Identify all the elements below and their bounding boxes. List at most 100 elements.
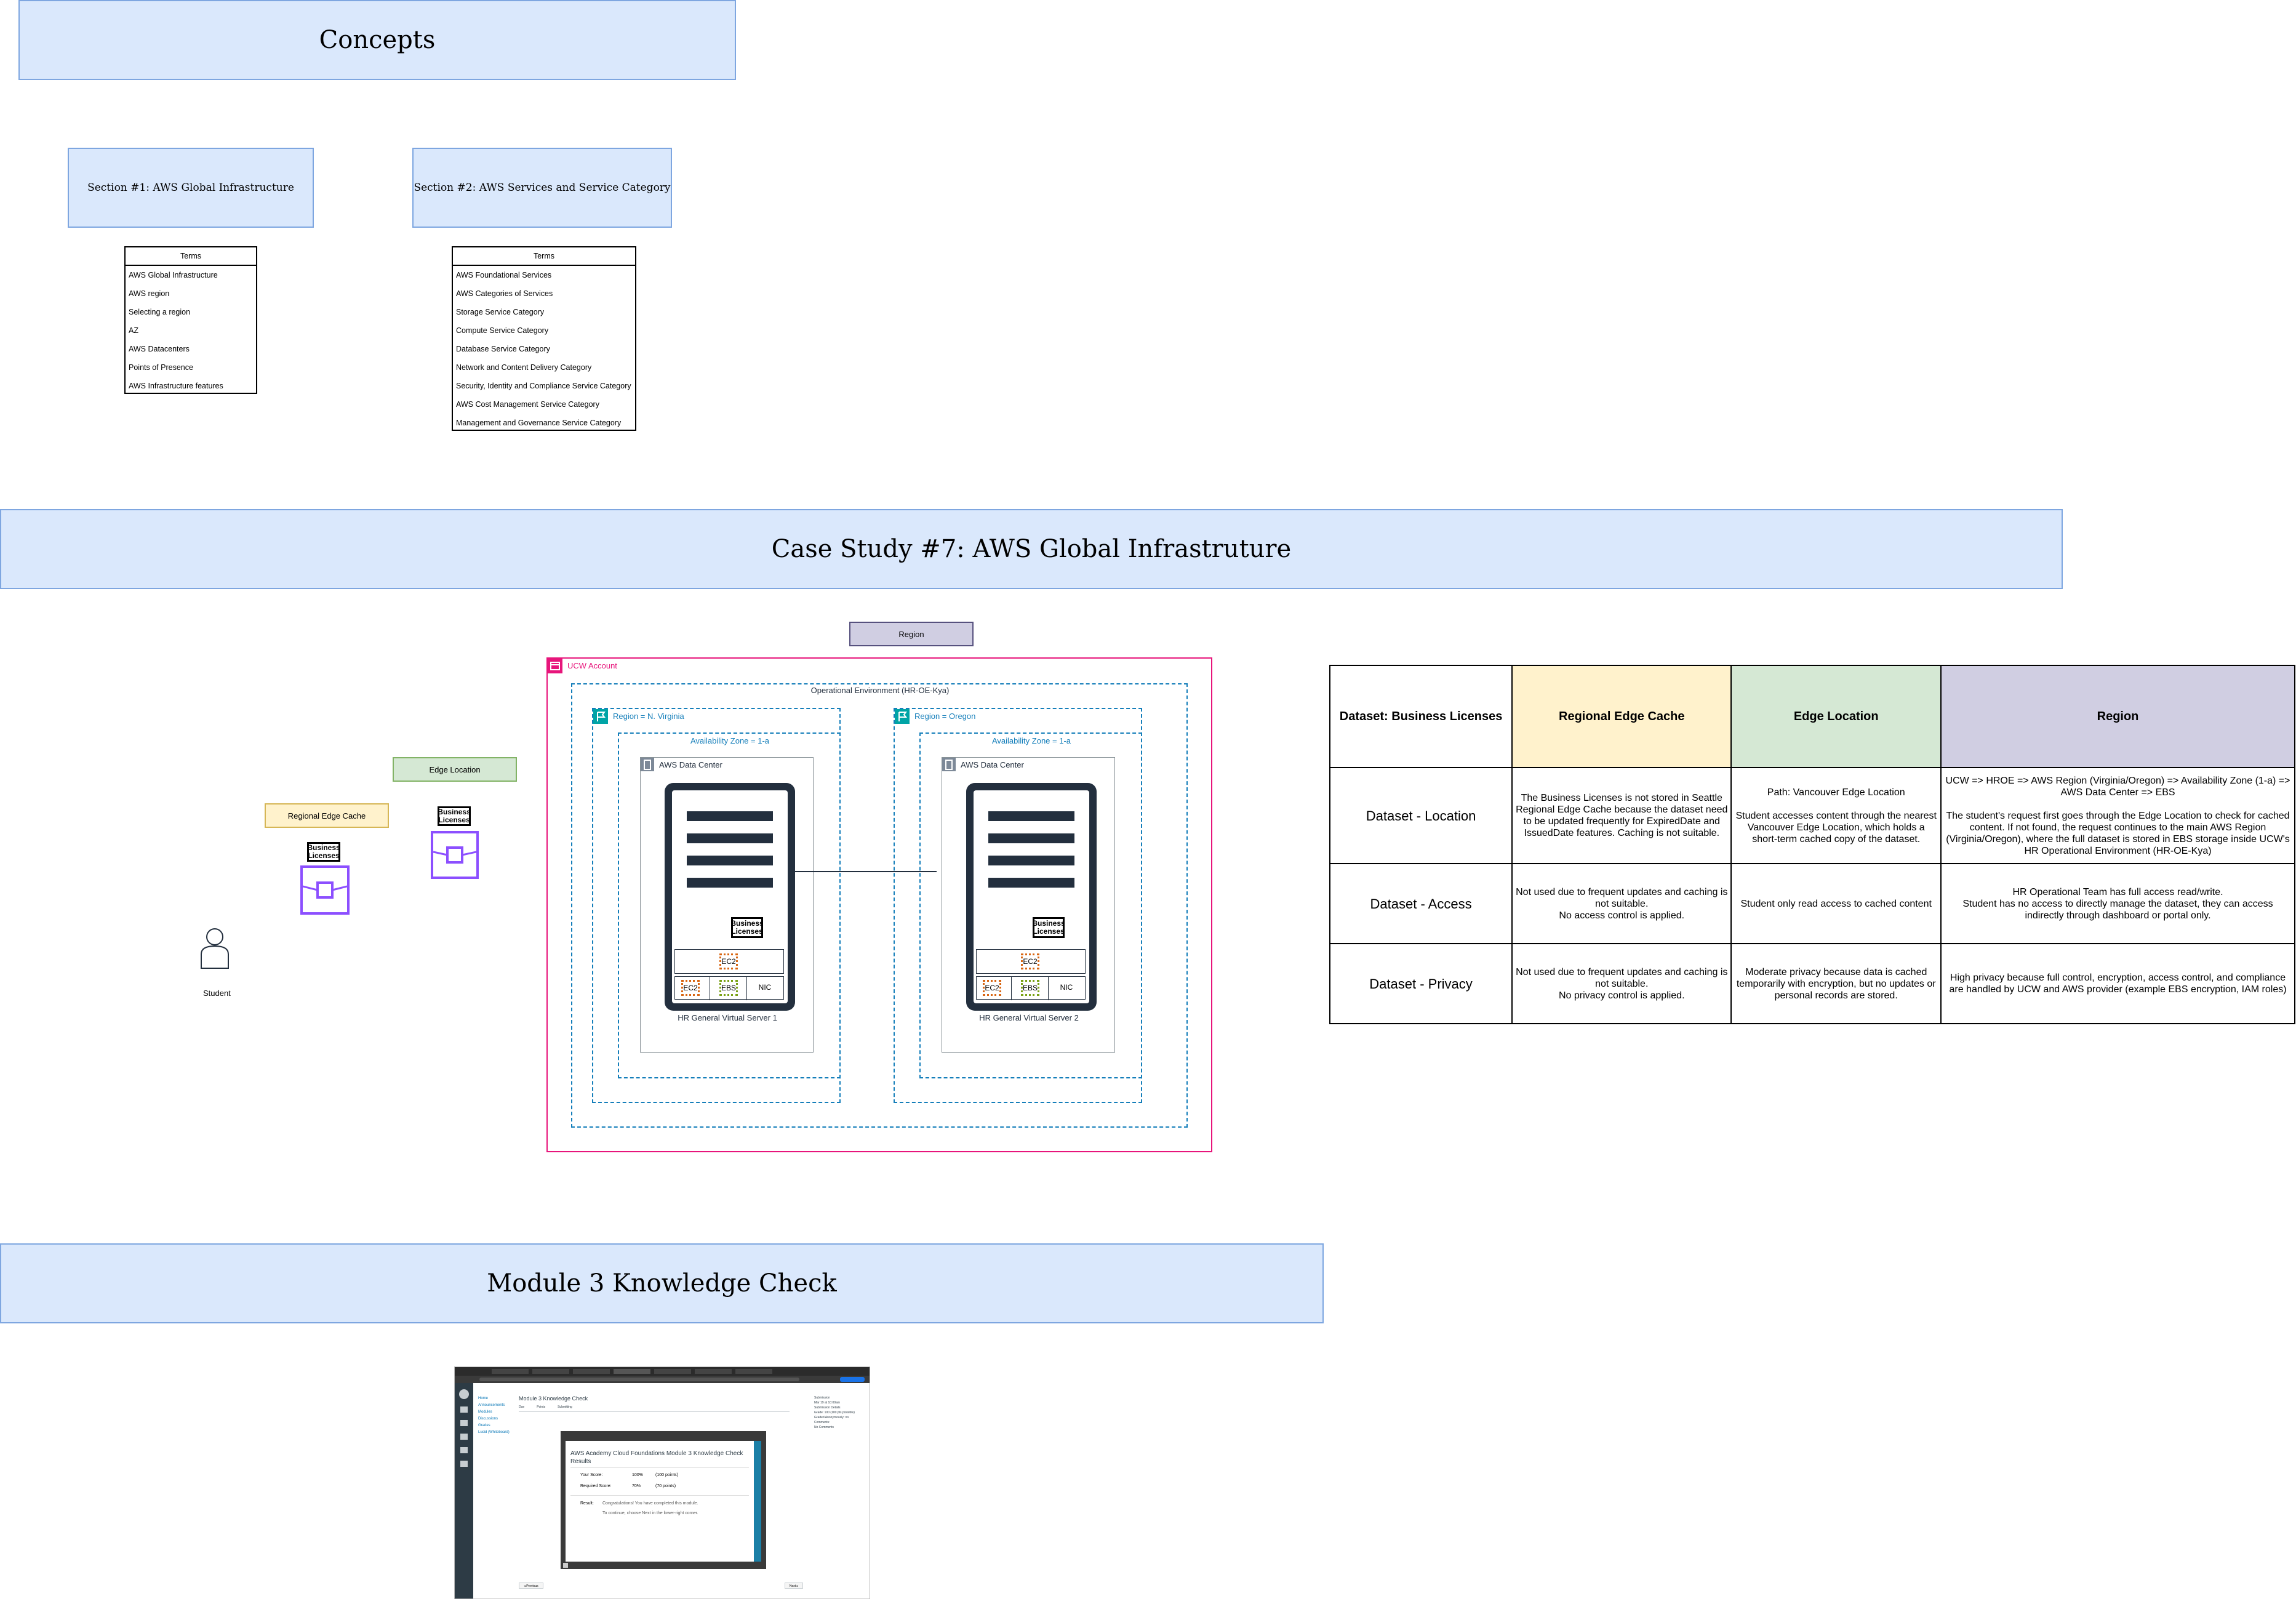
dataset-row-label: Dataset - Privacy (1329, 943, 1513, 1024)
kc-result-text: Congratulations! You have completed this… (602, 1501, 698, 1506)
concepts-banner: Concepts (18, 0, 736, 80)
term-item: Points of Presence (129, 363, 193, 372)
account-avatar-icon[interactable] (459, 1389, 469, 1399)
server-rack-slot (687, 833, 773, 843)
term-item: Security, Identity and Compliance Servic… (456, 382, 631, 390)
ec2-chip-icon: EC2 (719, 953, 738, 969)
ucw-account-group: UCW Account (546, 657, 1212, 1152)
license-text: Business Licenses (307, 843, 340, 860)
server-rack-slot (687, 811, 773, 821)
kc-result-frame: AWS Academy Cloud Foundations Module 3 K… (561, 1431, 766, 1569)
ec2-chip-icon: EC2 (1021, 953, 1039, 969)
module-title: Module 3 Knowledge Check (487, 1269, 837, 1298)
term-item: AWS Categories of Services (456, 289, 553, 298)
ec2-instance-row: EC2 (976, 949, 1086, 974)
course-nav-link[interactable]: Announcements (478, 1403, 505, 1407)
business-licenses-server: Business Licenses (731, 917, 763, 938)
card-divider (570, 1467, 749, 1468)
section2-title: Section #2: AWS Services and Service Cat… (414, 182, 671, 194)
dataset-table-cell: Not used due to frequent updates and cac… (1511, 943, 1732, 1024)
dataset-table-cell: Not used due to frequent updates and cac… (1511, 863, 1732, 944)
kc-meta-item: Points (537, 1405, 546, 1409)
help-icon[interactable] (460, 1461, 468, 1467)
regional-edge-cache-label: Regional Edge Cache (287, 811, 366, 821)
regional-edge-cache-glyph (302, 881, 348, 899)
availability-zone-group: Availability Zone = 1-a (919, 732, 1142, 1078)
kc-submission-line: Comments: (814, 1421, 830, 1424)
course-nav-link[interactable]: Discussions (478, 1417, 498, 1421)
edge-location-legend: Edge Location (393, 757, 517, 782)
student-icon (201, 928, 229, 969)
kc-meta-item: Due (519, 1405, 525, 1409)
course-nav-link[interactable]: Lucid (Whiteboard) (478, 1430, 510, 1434)
kc-meta: Due Points Submitting (519, 1405, 572, 1409)
kc-previous-button[interactable]: ◂ Previous (519, 1583, 543, 1589)
nic-label: NIC (1060, 983, 1073, 992)
section2-terms-header: Terms (453, 247, 635, 266)
kc-submission-line: Submission Details (814, 1406, 841, 1410)
courses-icon[interactable] (460, 1420, 468, 1426)
region-legend-label: Region (898, 629, 924, 639)
lms-global-nav (455, 1383, 473, 1599)
edge-location-glyph (433, 846, 477, 864)
divider (746, 977, 747, 1000)
expand-icon[interactable] (563, 1563, 568, 1568)
term-item: Management and Governance Service Catego… (456, 419, 622, 427)
course-nav-link[interactable]: Home (478, 1397, 489, 1400)
browser-address-bar[interactable] (455, 1376, 870, 1383)
browser-tab[interactable] (735, 1369, 772, 1374)
term-item: Storage Service Category (456, 308, 545, 316)
term-item: Compute Service Category (456, 326, 549, 335)
case-study-title: Case Study #7: AWS Global Infrastruture (771, 535, 1292, 563)
browser-tab[interactable] (573, 1369, 610, 1374)
browser-tab[interactable] (492, 1369, 529, 1374)
browser-tab[interactable] (654, 1369, 691, 1374)
regional-edge-cache-legend: Regional Edge Cache (265, 803, 389, 828)
kc-result-label: Result: (580, 1501, 594, 1506)
dataset-row-label: Dataset - Location (1329, 767, 1513, 864)
dataset-table-cell: Moderate privacy because data is cached … (1730, 943, 1942, 1024)
server-connection-line (794, 871, 937, 872)
server-rack-slot (687, 878, 773, 888)
ebs-volume-icon: EBS (719, 980, 738, 996)
dashboard-icon[interactable] (460, 1406, 468, 1413)
kc-your-score-pct: 100% (632, 1473, 643, 1477)
business-licenses-cache: Business Licenses (307, 842, 340, 862)
dataset-table-header: Edge Location (1730, 665, 1942, 768)
term-item: AWS Foundational Services (456, 271, 552, 279)
license-text: Business Licenses (438, 808, 471, 824)
course-nav-link[interactable]: Modules (478, 1410, 492, 1414)
ec2-chip-icon: EC2 (983, 980, 1001, 996)
calendar-icon[interactable] (460, 1434, 468, 1440)
url-field[interactable] (479, 1378, 799, 1381)
dataset-row-label: Dataset - Access (1329, 863, 1513, 944)
ec2-chip-icon: EC2 (681, 980, 700, 996)
browser-tab[interactable] (614, 1369, 650, 1374)
browser-tab[interactable] (695, 1369, 732, 1374)
region-flag-icon (895, 709, 910, 724)
dataset-table-cell: UCW => HROE => AWS Region (Virginia/Oreg… (1940, 767, 2295, 864)
inbox-icon[interactable] (460, 1447, 468, 1453)
dataset-table-header: Regional Edge Cache (1511, 665, 1732, 768)
server-rack-slot (988, 878, 1074, 888)
kc-meta-item: Submitting (558, 1405, 572, 1409)
kc-next-button[interactable]: Next ▸ (785, 1583, 803, 1589)
nic-label: NIC (758, 983, 772, 992)
browser-tab[interactable] (532, 1369, 569, 1374)
course-nav-link[interactable]: Grades (478, 1424, 490, 1427)
availability-zone-group: Availability Zone = 1-a (618, 732, 841, 1078)
update-button[interactable] (840, 1377, 865, 1382)
data-center-label: AWS Data Center (961, 760, 1024, 769)
